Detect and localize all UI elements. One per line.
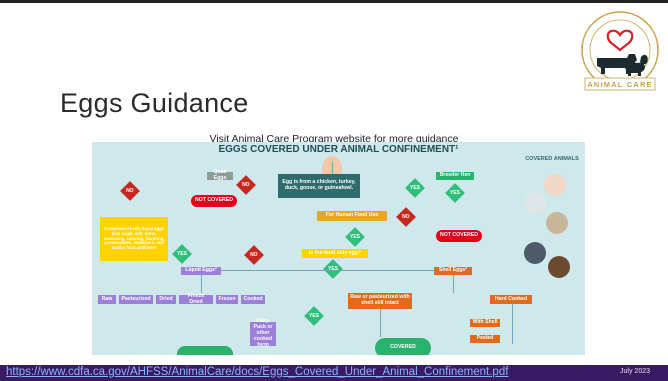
top-rule xyxy=(0,0,668,3)
heart-icon xyxy=(606,29,634,52)
footer-date: July 2023 xyxy=(620,368,650,375)
yes-diamond: YES xyxy=(405,178,425,198)
source-link[interactable]: https://www.cdfa.ca.gov/AHFSS/AnimalCare… xyxy=(6,366,509,378)
liquid-eggs-node: Liquid Eggs² xyxy=(181,267,221,275)
chicken-icon xyxy=(640,54,648,65)
hard-cooked-node: Hard Cooked xyxy=(490,295,532,304)
connector xyxy=(332,162,333,174)
liquid-type-freeze-dried: Freeze Dried xyxy=(179,293,213,304)
flowchart-title: EGGS COVERED UNDER ANIMAL CONFINEMENT¹ xyxy=(218,144,459,155)
connector xyxy=(512,304,513,344)
connector xyxy=(201,275,202,293)
no-diamond: NO xyxy=(236,175,256,195)
liquid-type-frozen: Frozen xyxy=(216,295,238,304)
connector xyxy=(221,270,434,271)
yes-diamond: YES xyxy=(172,244,192,264)
not-covered-node: NOT COVERED xyxy=(191,195,237,207)
shell-eggs-node: Shell Eggs² xyxy=(434,267,472,275)
liquid-type-dried: Dried xyxy=(156,295,176,304)
covered-animals-panel: COVERED ANIMALS xyxy=(522,152,582,302)
chicken-icon xyxy=(544,174,566,196)
covered-animals-title: COVERED ANIMALS xyxy=(525,156,579,162)
eggs-flowchart: EGGS COVERED UNDER ANIMAL CONFINEMENT¹ Q… xyxy=(92,142,585,355)
patty-node: Patty, Puck or other cooked form xyxy=(250,318,276,348)
with-shell-node: With Shell xyxy=(470,319,500,327)
no-diamond: NO xyxy=(120,181,140,201)
duck-icon xyxy=(524,192,546,214)
logo-banner: ANIMAL CARE xyxy=(587,80,653,89)
liquid-type-pasteurized: Pasteurized xyxy=(119,295,153,304)
human-food-node: For Human Food Use xyxy=(317,211,387,221)
cdfa-animal-care-logo: ANIMAL CARE xyxy=(581,11,659,91)
peeled-node: Peeled xyxy=(470,335,500,343)
yes-diamond: YES xyxy=(345,227,365,247)
food-only-egg-node: Is the food only egg? xyxy=(302,249,368,258)
turkey-icon xyxy=(548,256,570,278)
covered-node: COVERED xyxy=(375,338,431,355)
quail-eggs-node: Quail Eggs xyxy=(207,169,233,181)
covered-node-partial xyxy=(177,346,233,355)
yes-diamond: YES xyxy=(304,306,324,326)
connector xyxy=(453,275,454,293)
slide-title: Eggs Guidance xyxy=(60,88,249,118)
egg-from-node: Egg is from a chicken, turkey, duck, goo… xyxy=(278,174,360,198)
connector xyxy=(380,309,381,337)
not-covered-node: NOT COVERED xyxy=(436,230,482,242)
guineafowl-icon xyxy=(524,242,546,264)
goose-icon xyxy=(546,212,568,234)
yes-diamond: YES xyxy=(445,183,465,203)
breeder-hen-node: Breeder Hen xyxy=(436,172,474,180)
footer-bar: https://www.cdfa.ca.gov/AHFSS/AnimalCare… xyxy=(0,365,668,381)
no-diamond: NO xyxy=(244,245,264,265)
liquid-ingredients-node: Comprised of only liquid eggs plus sugar… xyxy=(100,217,168,261)
liquid-type-raw: Raw xyxy=(98,295,116,304)
liquid-type-cooked: Cooked xyxy=(241,295,265,304)
no-diamond: NO xyxy=(396,207,416,227)
raw-pasteurized-shell-node: Raw or pasteurized with shell still inta… xyxy=(348,293,412,309)
yes-diamond: YES xyxy=(323,259,343,279)
pig-icon xyxy=(625,62,645,76)
